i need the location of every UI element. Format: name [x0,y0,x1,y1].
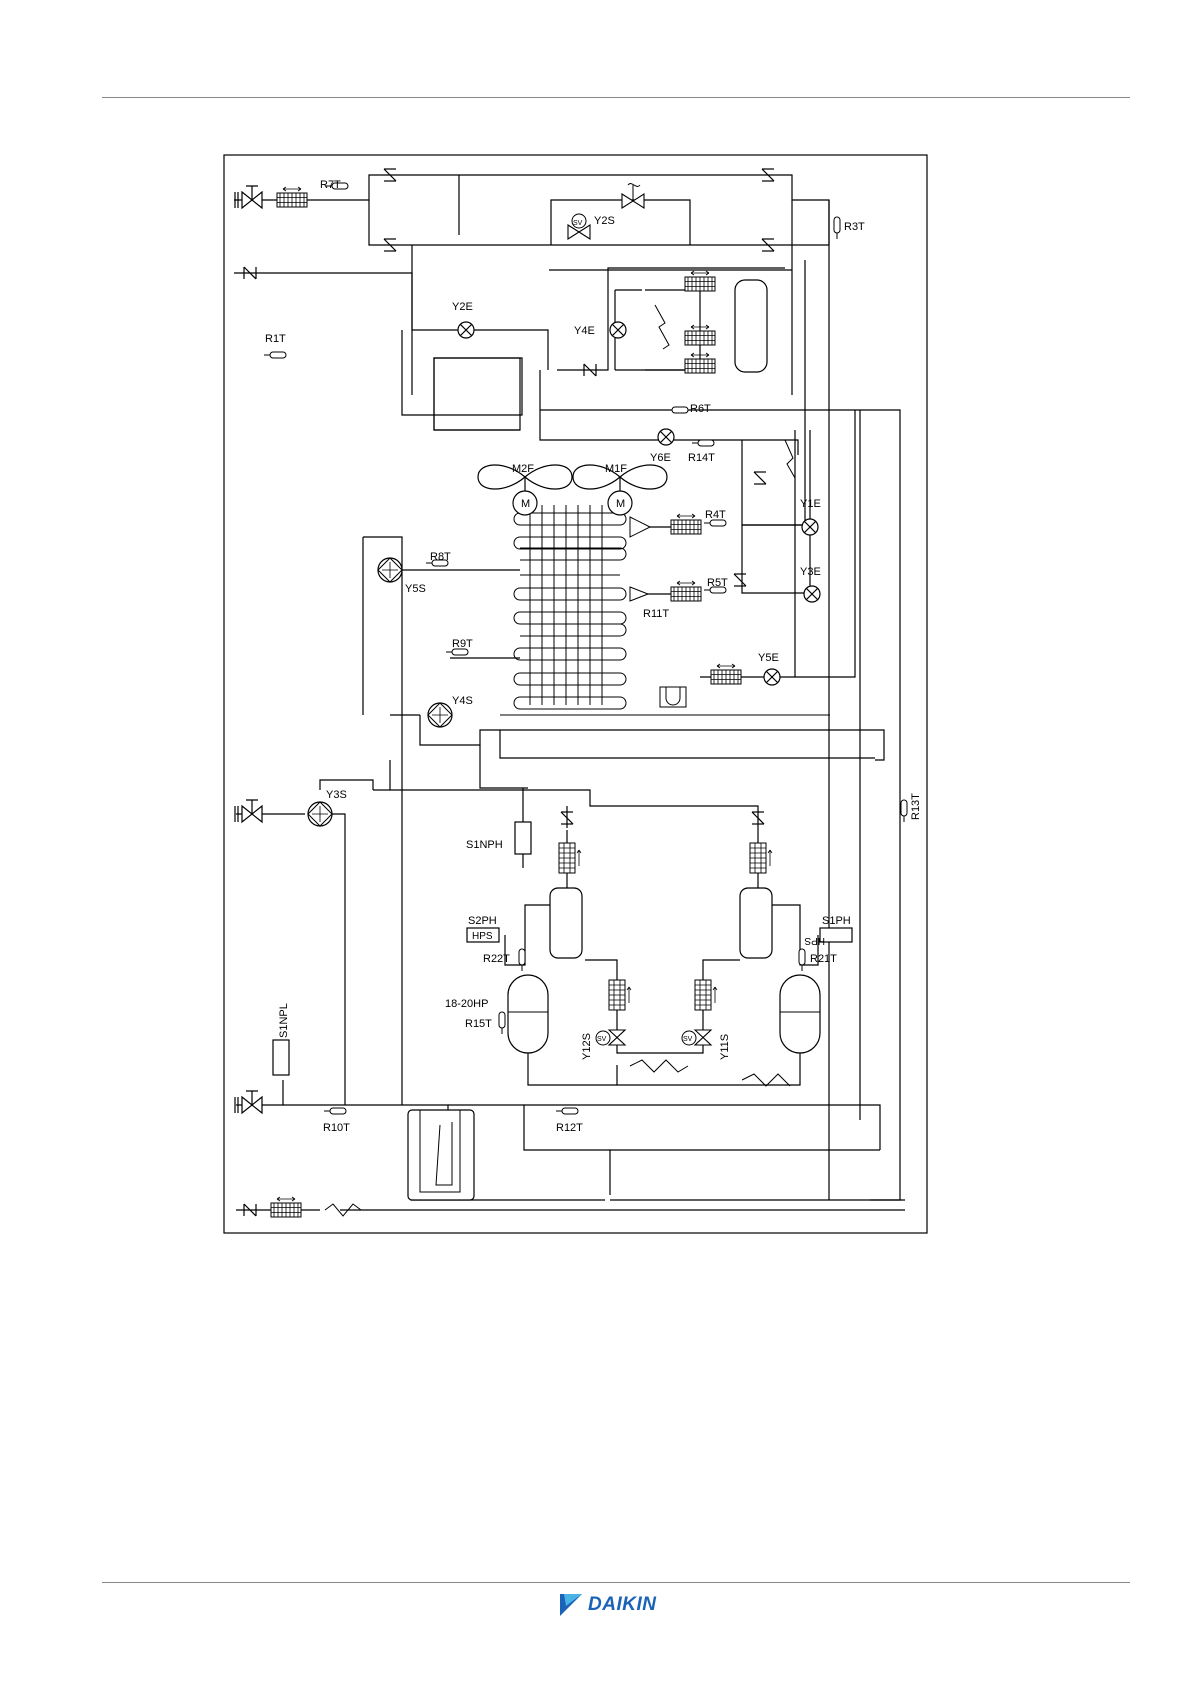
label-r8t: R8T [430,551,451,563]
label-r9t: R9T [452,638,473,650]
capillary-icon [742,1074,790,1086]
pressure-relief-valve [622,184,644,208]
label-hps-mirrored: HPS [804,935,825,946]
filter-icon [271,1197,301,1217]
label-r22t: R22T [483,953,510,965]
label-motor: M [616,498,625,510]
label-y3e: Y3E [800,566,821,578]
compressor [780,975,820,1053]
capillary-icon [630,1060,688,1072]
label-hps: HPS [472,931,493,942]
filter-icon [559,843,581,873]
expansion-valve-icon [458,322,474,338]
label-r10t: R10T [323,1122,350,1134]
label-s2ph: S2PH [468,915,497,927]
footer-logo: DAIKIN [558,1592,656,1618]
label-motor: M [521,498,530,510]
label-y6e: Y6E [650,452,671,464]
check-valve-icon [754,472,766,484]
thermistor-icon [324,1108,346,1114]
label-y5s: Y5S [405,583,426,595]
label-y2e: Y2E [452,301,473,313]
label-y5e: Y5E [758,652,779,664]
label-sv: SV [683,1036,693,1043]
filter-icon [711,664,741,684]
label-r14t: R14T [688,452,715,464]
distributor-icon [630,587,648,601]
expansion-valve-icon [764,669,780,685]
expansion-valve-icon [610,322,626,338]
thermistor-icon [692,440,714,446]
thermistor-icon [799,949,805,971]
label-m2f: M2F [512,463,534,475]
stop-valve-icon [235,186,262,208]
capillary-icon [655,305,669,349]
compressor [508,975,548,1053]
label-y2s: Y2S [594,215,615,227]
label-y4s: Y4S [452,695,473,707]
unit-boundary [224,155,927,1233]
oil-separator [550,888,582,958]
label-y3s: Y3S [326,789,347,801]
capillary-icon [785,440,795,478]
daikin-triangle-logo-icon [558,1592,584,1618]
label-s1ph: S1PH [822,915,851,927]
filter-icon [685,271,715,291]
four-way-valve-icon [428,703,452,727]
thermistor-icon [499,1012,505,1034]
accumulator [408,1110,474,1200]
brand-name: DAIKIN [588,1594,656,1616]
label-y4e: Y4E [574,325,595,337]
label-r3t: R3T [844,221,865,233]
label-hp-range: 18-20HP [445,998,488,1010]
label-sv: SV [597,1036,607,1043]
label-r4t: R4T [705,509,726,521]
label-s1npl: S1NPL [278,1003,290,1038]
filter-icon [695,980,717,1010]
filter-icon [277,187,307,207]
thermistor-icon [264,352,286,358]
label-r6t: R6T [690,403,711,415]
label-r15t: R15T [465,1018,492,1030]
label-r1t: R1T [265,333,286,345]
thermistor-icon [666,407,688,413]
expansion-valve-icon [802,519,818,535]
label-r21t: R21T [810,953,837,965]
stop-valve-icon [235,800,262,822]
label-s1nph: S1NPH [466,839,503,851]
distributor-icon [630,517,650,537]
filter-icon [671,581,701,601]
filter-icon [750,843,772,873]
oil-trap [660,687,686,707]
pressure-sensor-s1npl [273,1040,289,1075]
pressure-sensor-s1nph [515,822,531,854]
label-m1f: M1F [605,463,627,475]
stop-valve-icon [235,1091,262,1113]
thermistor-icon [519,949,525,971]
thermistor-icon [834,217,840,239]
filter-icon [671,514,701,534]
expansion-valve-icon [804,586,820,602]
liquid-receiver [735,280,767,372]
label-r5t: R5T [707,577,728,589]
label-y1e: Y1E [800,498,821,510]
thermistor-icon [901,800,907,822]
thermistor-icon [556,1108,578,1114]
subcool-heat-exchanger [434,358,520,430]
check-valve-icon [734,574,746,586]
four-way-valve-icon [308,802,332,826]
label-sv: SV [573,220,583,227]
piping-lines [234,175,905,1210]
filter-icon [609,980,631,1010]
oil-separator [740,888,772,958]
label-r12t: R12T [556,1122,583,1134]
label-y12s: Y12S [581,1033,593,1060]
label-r11t: R11T [643,608,669,620]
label-r13t: R13T [910,793,922,820]
label-y11s: Y11S [719,1034,731,1060]
label-r7t: R7T [320,179,341,191]
four-way-valve-icon [378,558,402,582]
expansion-valve-icon [658,429,674,445]
